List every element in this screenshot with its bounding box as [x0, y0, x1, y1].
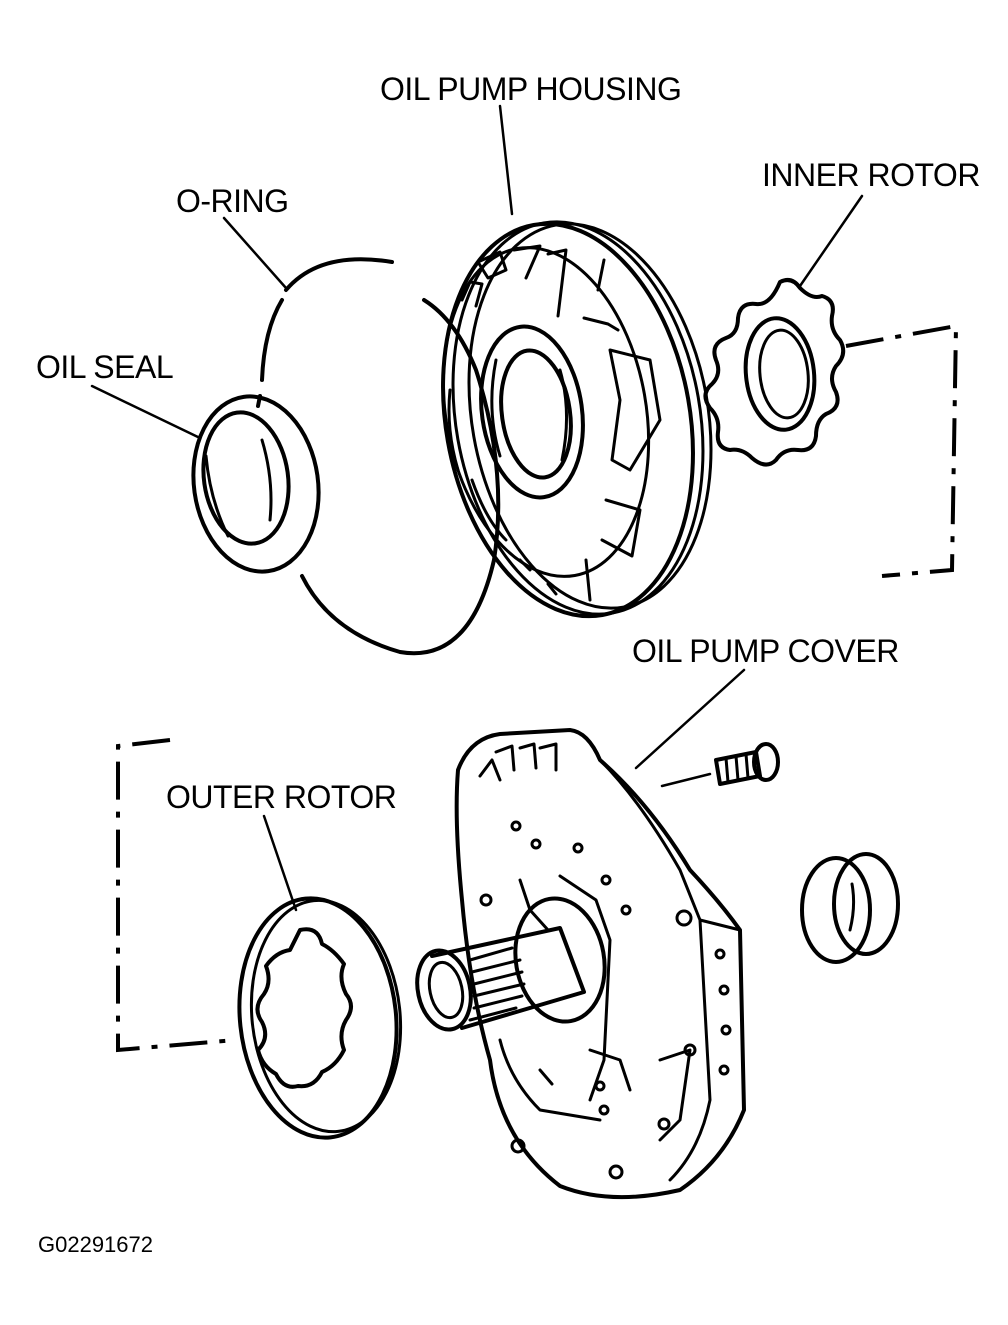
label-oil-pump-housing: OIL PUMP HOUSING	[380, 71, 681, 107]
label-o-ring: O-RING	[176, 183, 289, 219]
leader-o-ring	[222, 216, 288, 290]
outer-rotor-bracket	[116, 738, 237, 1053]
oil-pump-housing	[441, 220, 713, 619]
leader-cover-bolt	[660, 772, 712, 788]
label-outer-rotor: OUTER ROTOR	[166, 779, 396, 815]
inner-rotor-bracket	[845, 323, 959, 578]
seal-ring	[800, 852, 900, 964]
leader-oil-pump-cover	[634, 668, 746, 770]
leader-lines	[90, 104, 864, 912]
oil-seal	[191, 394, 321, 574]
leader-inner-rotor	[798, 194, 864, 288]
inner-rotor	[703, 278, 846, 467]
leader-outer-rotor	[262, 814, 298, 912]
label-inner-rotor: INNER ROTOR	[762, 157, 980, 193]
alignment-brackets	[116, 323, 959, 1053]
oil-pump-cover	[415, 728, 746, 1200]
leader-oil-pump-housing	[498, 104, 514, 216]
leader-oil-seal	[90, 384, 202, 440]
label-oil-pump-cover: OIL PUMP COVER	[632, 633, 899, 669]
outer-rotor	[237, 896, 403, 1140]
figure-id: G02291672	[38, 1232, 153, 1257]
cover-bolt	[714, 742, 780, 786]
label-oil-seal: OIL SEAL	[36, 349, 173, 385]
